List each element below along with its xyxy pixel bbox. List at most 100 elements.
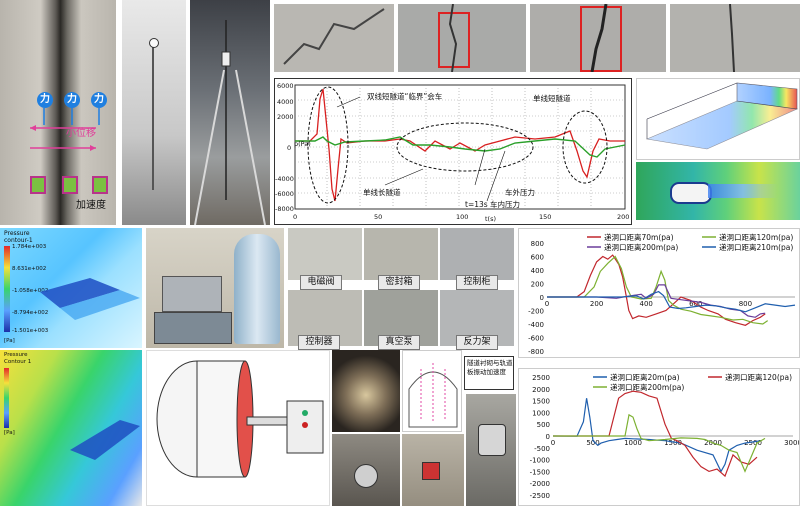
chart-top-legend-label-1: 递洞口距离120m(pa) <box>719 232 793 242</box>
pole-lamp <box>149 38 159 48</box>
axis-p-label: p(Pa) <box>294 140 311 148</box>
car-cfd-contour <box>636 162 800 220</box>
axis-t-label: t(s) <box>485 215 497 223</box>
sensor-photo-3 <box>466 394 516 506</box>
sensor-device-1 <box>354 464 378 488</box>
pole <box>152 40 154 190</box>
cfd-left-val-3: -1.058e+002 <box>12 288 49 294</box>
apparatus-svg <box>156 360 324 478</box>
cfd-bottom-title: Pressure <box>4 352 28 358</box>
mesh-svg <box>645 82 799 150</box>
rig-box <box>162 276 222 312</box>
chart-top-series-0 <box>547 254 766 326</box>
cfd-left-subtitle: contour-1 <box>4 237 33 244</box>
annotation-outside-pressure: 车外压力 <box>505 188 535 197</box>
tunnel-pole-photo <box>122 0 186 225</box>
svg-text:0: 0 <box>287 144 291 152</box>
chart-bottom-xtick-1: 500 <box>586 439 599 447</box>
vibration-caption-box: 隧道衬砌与轨道板振动加速度 <box>464 356 514 390</box>
chart-top-legend-label-0: 递洞口距离70m(pa) <box>604 232 674 242</box>
crack-line-2 <box>448 4 458 72</box>
cfd-left-val-4: -8.794e+002 <box>12 310 49 316</box>
chart-top-ytick-5: 200 <box>531 281 544 289</box>
track-rails <box>194 20 266 225</box>
vibration-caption: 隧道衬砌与轨道板振动加速度 <box>467 359 513 376</box>
rig-base <box>154 312 232 344</box>
caption-control-box: 控制柜 <box>456 275 498 290</box>
crack-closeup-3 <box>530 4 666 72</box>
chart-bottom-ytick-10: 2500 <box>532 374 550 382</box>
sensor-device-3 <box>478 424 506 456</box>
cfd-bottom-unit: [Pa] <box>4 430 15 436</box>
chart-top-ytick-7: 600 <box>531 254 544 262</box>
crack-line-3 <box>590 4 608 72</box>
chart-bottom-xtick-6: 3000 <box>784 439 800 447</box>
apparatus-diagram <box>146 350 330 506</box>
svg-text:4000: 4000 <box>277 98 294 106</box>
svg-text:-8000: -8000 <box>275 205 294 213</box>
highlight-box-3 <box>580 6 622 72</box>
chart-bottom-ytick-2: -1500 <box>530 468 550 476</box>
chart-top-ytick-3: -200 <box>528 308 544 316</box>
crack-closeup-4 <box>670 4 800 72</box>
cfd-left-val-1: 1.784e+003 <box>12 244 47 250</box>
force-marker-1: 力 <box>37 92 53 108</box>
force-marker-2: 力 <box>64 92 80 108</box>
chart-bottom-ytick-4: -500 <box>534 445 550 453</box>
cfd-pressure-contour-bottom: Pressure Contour 1 [Pa] <box>0 350 142 506</box>
chart-top-xtick-2: 400 <box>640 300 653 308</box>
cross-section-svg <box>408 363 458 428</box>
displacement-arrows <box>30 108 100 151</box>
svg-text:100: 100 <box>456 213 468 221</box>
chart-bottom-series-0 <box>552 398 762 473</box>
chart-top-series-1 <box>547 255 769 325</box>
svg-text:0: 0 <box>293 213 297 221</box>
displacement-label: 小位移 <box>66 128 96 139</box>
pressure-time-chart: 6000 4000 2000 0 -4000 -6000 -8000 0 50 … <box>274 78 632 225</box>
accel-sensor-2 <box>62 176 78 194</box>
chart-top-series-3 <box>547 290 796 313</box>
test-rig-photo <box>146 228 284 348</box>
chart-bottom-ytick-5: 0 <box>546 433 550 441</box>
wake-region <box>708 184 778 198</box>
pressure-tank <box>234 234 280 344</box>
caption-vacuum-pump: 真空泵 <box>378 335 420 350</box>
accel-sensor-3 <box>92 176 108 194</box>
chart-bottom-xtick-0: 0 <box>551 439 555 447</box>
cfd-bottom-colorbar <box>4 368 9 428</box>
chart-bottom-ytick-9: 2000 <box>532 386 550 394</box>
sensor-photo-2 <box>402 434 464 506</box>
solenoid-valve-photo <box>288 228 362 280</box>
cfd-left-colorbar <box>4 246 10 332</box>
chart-top-xtick-4: 800 <box>739 300 752 308</box>
chart-bottom-ytick-0: -2500 <box>530 492 550 500</box>
cfd-bottom-subtitle: Contour 1 <box>4 359 32 365</box>
pressure-time-svg: 6000 4000 2000 0 -4000 -6000 -8000 0 50 … <box>275 82 629 221</box>
force-marker-3: 力 <box>91 92 107 108</box>
cfd-left-val-2: 8.631e+002 <box>12 266 47 272</box>
crack-line-1 <box>283 8 385 65</box>
chart-top-ytick-1: -600 <box>528 335 544 343</box>
railway-track-photo <box>190 0 270 225</box>
mesh-simulation <box>636 78 800 160</box>
chart-bottom-ytick-3: -1000 <box>530 457 550 465</box>
cfd-left-unit: [Pa] <box>4 338 15 344</box>
chart-top-legend-label-2: 递洞口距离200m(pa) <box>604 242 678 252</box>
control-box-photo <box>440 228 514 280</box>
sealed-box-photo <box>364 228 438 280</box>
svg-text:2000: 2000 <box>277 113 294 121</box>
svg-text:150: 150 <box>539 213 551 221</box>
chart-top-xtick-1: 200 <box>590 300 603 308</box>
chart-bottom-series-2 <box>553 413 766 473</box>
svg-text:50: 50 <box>374 213 382 221</box>
svg-text:-6000: -6000 <box>275 190 294 198</box>
svg-text:-4000: -4000 <box>275 175 294 183</box>
annotation-inside-pressure: t=13s 车内压力 <box>465 200 521 209</box>
chart-bottom-xtick-3: 1500 <box>664 439 682 447</box>
highlight-box-2 <box>438 12 470 68</box>
sensor-photo-1 <box>332 434 400 506</box>
crack-photo-panel: 力 力 力 小位移 加速度 <box>0 0 116 225</box>
chart-right-bottom-svg: -2500-2000-1500-1000-5000500100015002000… <box>530 372 800 500</box>
